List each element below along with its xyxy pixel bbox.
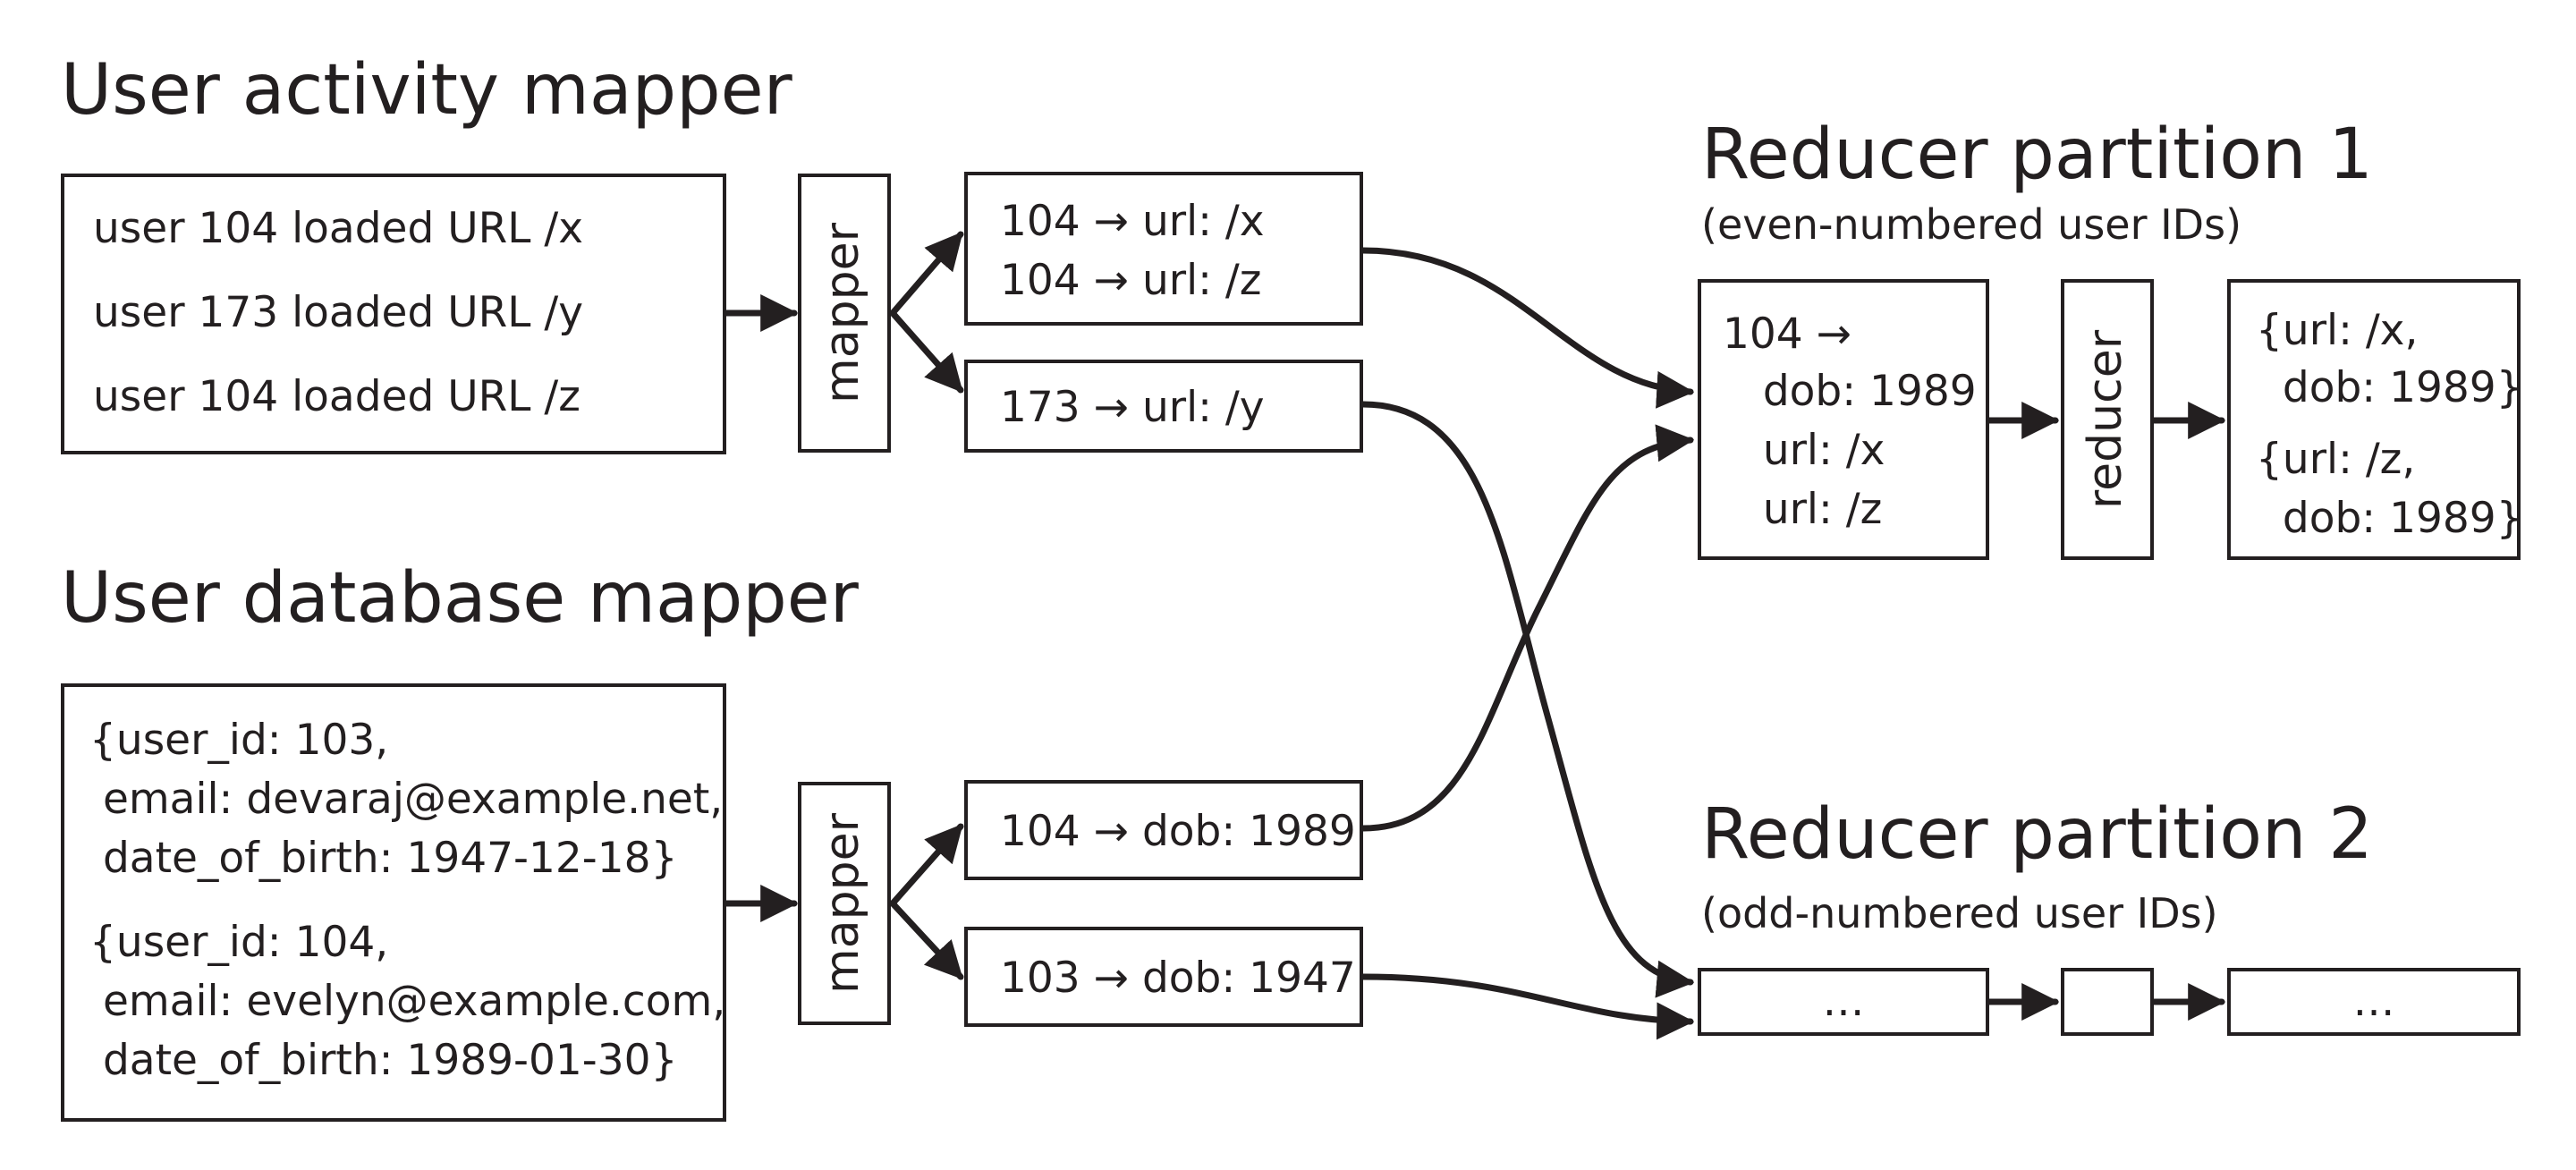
partition-2-input-ellipsis: … <box>1822 977 1865 1026</box>
record-1-line-1: {user_id: 103, <box>89 716 389 765</box>
activity-output-box-1: 104 → url: /x 104 → url: /z <box>964 172 1363 326</box>
partition-1-reducer-box: reducer <box>2061 279 2154 560</box>
activity-output-1-line-2: 104 → url: /z <box>1000 256 1262 305</box>
partition-1-output-1-line-2: dob: 1989} <box>2256 363 2523 412</box>
activity-input-box: user 104 loaded URL /x user 173 loaded U… <box>61 174 726 454</box>
partition-1-output-2-line-1: {url: /z, <box>2256 435 2416 484</box>
arrow-dob-1947-to-partition-2 <box>1360 973 1695 1040</box>
partition-2-reducer-box <box>2061 968 2154 1036</box>
database-input-box: {user_id: 103, email: devaraj@example.ne… <box>61 683 726 1122</box>
partition-2-title: Reducer partition 2 <box>1701 794 2373 875</box>
arrow-activity-mapper-to-output-2 <box>889 309 964 394</box>
partition-1-output-1-line-1: {url: /x, <box>2256 306 2419 355</box>
database-output-1-line: 104 → dob: 1989 <box>1000 807 1356 856</box>
partition-1-input-line-1: 104 → <box>1723 309 1852 359</box>
record-2-line-3: date_of_birth: 1989-01-30} <box>89 1036 678 1085</box>
partition-2-subtitle: (odd-numbered user IDs) <box>1701 889 2218 937</box>
partition-1-output-box: {url: /x, dob: 1989} {url: /z, dob: 1989… <box>2227 279 2523 560</box>
activity-output-1-line-1: 104 → url: /x <box>1000 197 1265 246</box>
database-output-2-line: 103 → dob: 1947 <box>1000 954 1356 1003</box>
arrow-activity-mapper-to-output-1 <box>889 231 964 317</box>
activity-line-3: user 104 loaded URL /z <box>93 372 580 421</box>
record-1-line-2: email: devaraj@example.net, <box>89 775 724 824</box>
activity-mapper-box: mapper <box>798 174 891 453</box>
database-mapper-box: mapper <box>798 782 891 1025</box>
database-output-box-1: 104 → dob: 1989 <box>964 780 1363 880</box>
arrow-dob-1989-to-partition-1 <box>1360 424 1695 832</box>
partition-1-input-line-4: url: /z <box>1723 485 1883 534</box>
partition-1-title: Reducer partition 1 <box>1701 114 2373 195</box>
partition-2-input-box: … <box>1698 968 1989 1036</box>
partition-1-input-box: 104 → dob: 1989 url: /x url: /z <box>1698 279 1989 560</box>
activity-line-2: user 173 loaded URL /y <box>93 288 584 337</box>
partition-1-input-line-3: url: /x <box>1723 426 1885 475</box>
partition-1-output-2-line-2: dob: 1989} <box>2256 494 2523 543</box>
partition-1-input-line-2: dob: 1989 <box>1723 367 1977 416</box>
database-mapper-title: User database mapper <box>61 558 859 639</box>
activity-line-1: user 104 loaded URL /x <box>93 204 584 253</box>
record-2-line-2: email: evelyn@example.com, <box>89 977 726 1026</box>
activity-output-2-line: 173 → url: /y <box>1000 383 1265 432</box>
arrow-url-y-to-partition-2 <box>1360 401 1695 998</box>
record-1-line-3: date_of_birth: 1947-12-18} <box>89 834 678 883</box>
activity-mapper-title: User activity mapper <box>61 50 792 131</box>
partition-2-output-ellipsis: … <box>2352 977 2395 1026</box>
database-output-box-2: 103 → dob: 1947 <box>964 927 1363 1027</box>
record-2-line-1: {user_id: 104, <box>89 918 389 967</box>
arrow-database-mapper-to-output-1 <box>889 823 964 907</box>
activity-output-box-2: 173 → url: /y <box>964 360 1363 453</box>
partition-1-subtitle: (even-numbered user IDs) <box>1701 200 2242 249</box>
partition-2-output-box: … <box>2227 968 2521 1036</box>
arrow-url-x-z-to-partition-1 <box>1360 247 1695 409</box>
arrow-database-mapper-to-output-2 <box>889 900 964 980</box>
